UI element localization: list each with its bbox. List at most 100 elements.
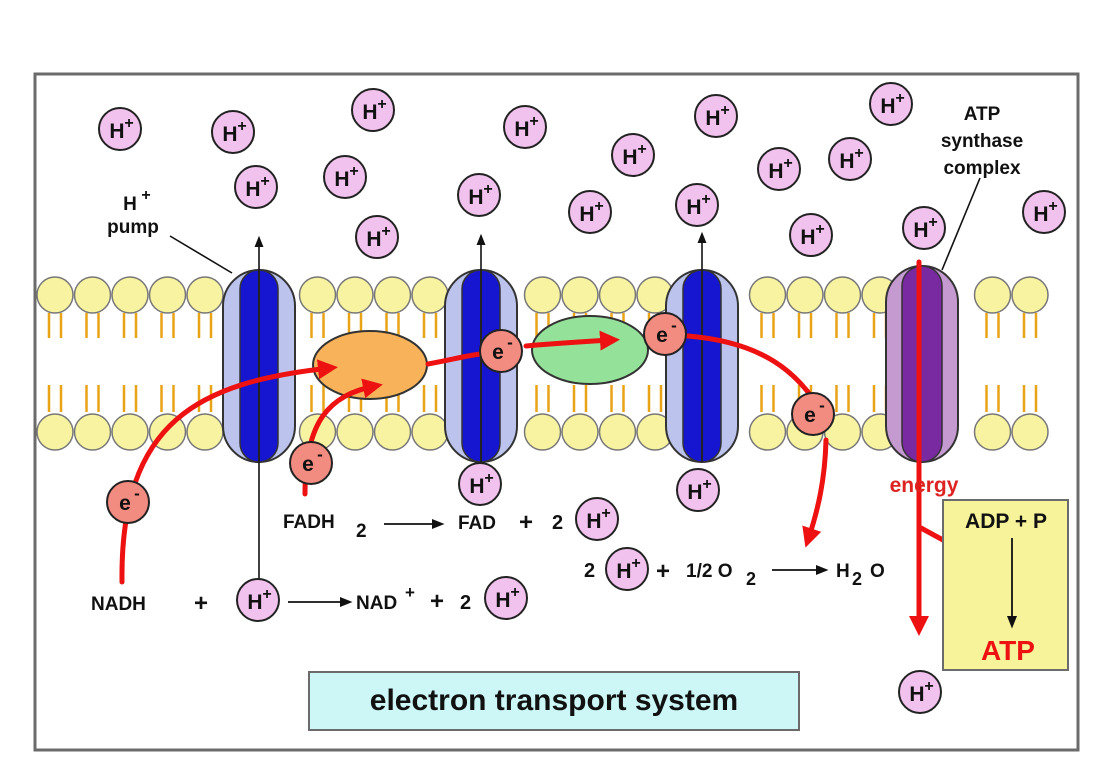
svg-text:e: e — [804, 404, 816, 427]
svg-text:H: H — [880, 95, 895, 118]
hydrogen-ion: H+ — [757, 147, 801, 191]
lipid-head — [186, 276, 224, 314]
svg-text:-: - — [819, 396, 825, 415]
electron: e- — [106, 480, 150, 524]
svg-text:+: + — [349, 163, 358, 180]
atp-synthase-protein — [885, 265, 959, 463]
lipid-head — [36, 276, 74, 314]
lipid-head — [1011, 413, 1049, 451]
svg-text:+: + — [701, 191, 710, 208]
lipid-head — [111, 276, 149, 314]
electron: e- — [643, 312, 687, 356]
hydrogen-ion: H+ — [98, 107, 142, 151]
svg-text:e: e — [119, 492, 131, 515]
svg-text:e: e — [302, 453, 314, 476]
svg-text:-: - — [671, 316, 677, 335]
hydrogen-ion: H+ — [605, 547, 649, 591]
svg-text:H: H — [109, 120, 124, 143]
svg-text:NADH: NADH — [91, 594, 146, 615]
svg-text:H: H — [468, 186, 483, 209]
lipid-head — [523, 276, 562, 314]
carrier-green — [531, 315, 649, 385]
hydrogen-ion: H+ — [789, 213, 833, 257]
svg-text:H: H — [362, 101, 377, 124]
lipid-head — [298, 276, 337, 314]
pump-up-arrows — [254, 231, 707, 270]
atp-synthase-label-line1: ATP — [964, 104, 1001, 125]
h-pump-protein-3 — [665, 269, 739, 463]
nadh-reaction: NADH + NAD + + 2 — [91, 583, 471, 617]
hydrogen-ion: H+ — [898, 670, 942, 714]
svg-text:+: + — [484, 470, 493, 487]
hydrogen-ion: H+ — [676, 468, 720, 512]
svg-text:H: H — [334, 168, 349, 191]
svg-text:2: 2 — [852, 569, 862, 589]
hydrogen-ion: H+ — [575, 497, 619, 541]
hydrogen-ion: H+ — [902, 206, 946, 250]
svg-text:H: H — [1033, 203, 1048, 226]
hydrogen-ion: H+ — [694, 94, 738, 138]
svg-text:+: + — [381, 223, 390, 240]
atp-box — [942, 499, 1069, 671]
electron-group: e- e- e- e- e- — [106, 312, 835, 524]
svg-text:+: + — [529, 113, 538, 130]
svg-text:+: + — [510, 584, 519, 601]
hydrogen-ion: H+ — [1022, 190, 1066, 234]
svg-text:+: + — [928, 214, 937, 231]
lipid-head — [73, 276, 112, 314]
hydrogen-ion: H+ — [484, 576, 528, 620]
svg-text:2: 2 — [584, 560, 595, 582]
hydrogen-ion: H+ — [611, 133, 655, 177]
svg-text:H: H — [469, 475, 484, 498]
energy-label: energy — [890, 474, 959, 497]
svg-text:H: H — [836, 561, 850, 582]
hydrogen-ion: H+ — [351, 88, 395, 132]
atp-product-label: ATP — [981, 635, 1035, 666]
hydrogen-ion: H+ — [211, 110, 255, 154]
lipid-head — [36, 413, 74, 451]
h-pump-leader-line — [169, 235, 233, 274]
hydrogen-ion: H+ — [355, 215, 399, 259]
svg-text:1/2 O: 1/2 O — [686, 561, 732, 582]
svg-text:+: + — [405, 583, 415, 602]
svg-text:e: e — [492, 341, 504, 364]
atp-synthase-label-line2: synthase — [941, 131, 1023, 152]
lipid-head — [561, 276, 599, 314]
title-box — [308, 671, 800, 731]
svg-text:+: + — [895, 90, 904, 107]
hydrogen-ion: H+ — [828, 137, 872, 181]
svg-text:2: 2 — [552, 512, 563, 534]
svg-text:+: + — [783, 155, 792, 172]
lipid-head — [748, 276, 787, 314]
hydrogen-ion: H+ — [234, 165, 278, 209]
svg-text:NAD: NAD — [356, 593, 397, 614]
lipid-head — [411, 276, 449, 314]
svg-text:+: + — [1048, 198, 1057, 215]
svg-text:H: H — [705, 107, 720, 130]
svg-text:H: H — [616, 560, 631, 583]
svg-text:H: H — [909, 683, 924, 706]
svg-text:H: H — [245, 178, 260, 201]
svg-text:H: H — [579, 203, 594, 226]
svg-text:H: H — [913, 219, 928, 242]
lipid-head — [598, 276, 637, 314]
svg-text:H: H — [514, 118, 529, 141]
lipid-head — [823, 276, 862, 314]
h-pump-protein-2 — [444, 269, 518, 463]
hydrogen-ion: H+ — [323, 155, 367, 199]
h-pump-protein-1 — [222, 269, 296, 463]
hydrogen-ion: H+ — [568, 190, 612, 234]
svg-text:+: + — [601, 505, 610, 522]
svg-text:+: + — [237, 118, 246, 135]
diagram-title: electron transport system — [370, 684, 738, 717]
svg-text:H: H — [366, 228, 381, 251]
lipid-head — [561, 413, 599, 451]
atp-synthase-leader-line — [941, 177, 981, 271]
electron: e- — [289, 441, 333, 485]
hydrogen-ion: H+ — [236, 578, 280, 622]
svg-text:-: - — [134, 484, 140, 503]
lipid-head — [973, 276, 1012, 314]
lipid-head — [186, 413, 224, 451]
svg-text:+: + — [262, 586, 271, 603]
